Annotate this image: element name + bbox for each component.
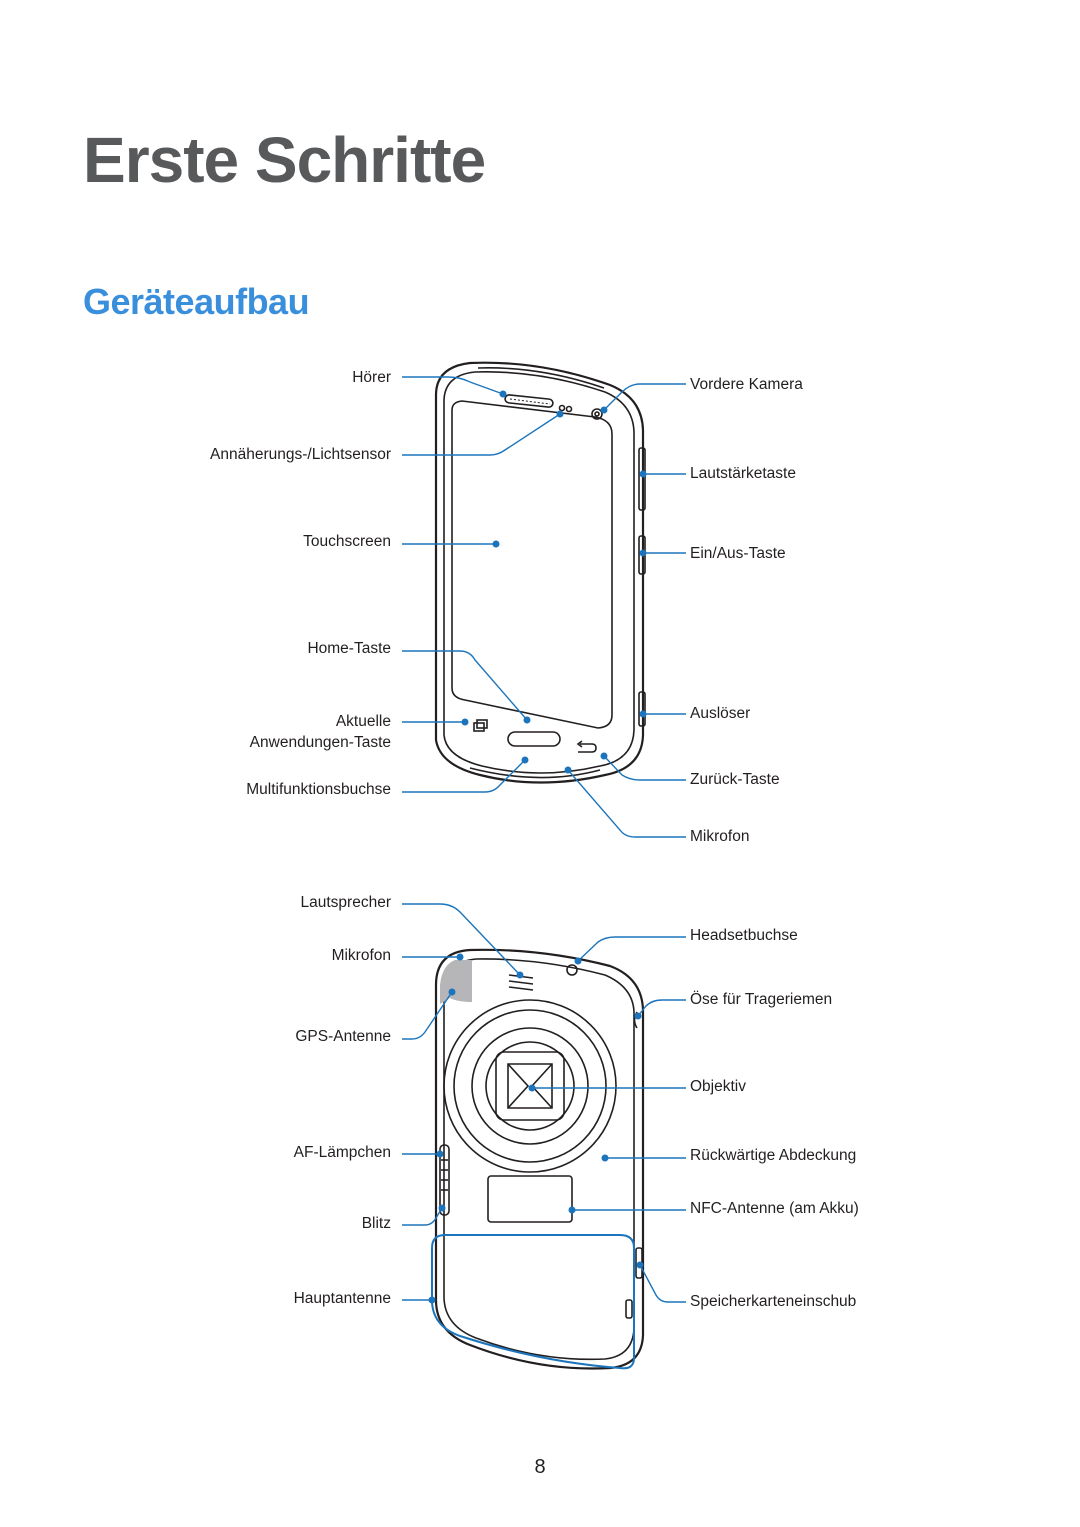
- label-touchscreen: Touchscreen: [303, 533, 391, 550]
- label-vordere-kamera: Vordere Kamera: [690, 376, 803, 393]
- label-hauptantenne: Hauptantenne: [293, 1290, 391, 1307]
- label-ausloeser: Auslöser: [690, 705, 751, 722]
- label-blitz: Blitz: [361, 1215, 391, 1232]
- front-phone-illustration: [434, 361, 646, 784]
- label-headsetbuchse: Headsetbuchse: [690, 927, 798, 944]
- label-lautsprecher: Lautsprecher: [300, 894, 391, 911]
- label-nfc-antenne: NFC-Antenne (am Akku): [690, 1200, 859, 1217]
- label-ein-aus-taste: Ein/Aus-Taste: [690, 545, 786, 562]
- label-mikrofon-front: Mikrofon: [690, 828, 750, 845]
- callout-lines: [402, 376, 686, 1303]
- label-annaeherungssensor: Annäherungs-/Lichtsensor: [210, 446, 391, 463]
- label-rueckwaertige-abdeckung: Rückwärtige Abdeckung: [690, 1147, 857, 1164]
- label-lautstaerketaste: Lautstärketaste: [690, 465, 796, 482]
- section-title: Geräteaufbau: [83, 281, 310, 322]
- label-home-taste: Home-Taste: [307, 640, 391, 657]
- callout-dots: [428, 390, 647, 1304]
- label-objektiv: Objektiv: [690, 1078, 746, 1095]
- label-aktuelle-line2: Anwendungen-Taste: [249, 734, 391, 751]
- label-aktuelle-line1: Aktuelle: [335, 713, 391, 730]
- gps-antenna-area: [440, 960, 472, 1004]
- label-gps-antenne: GPS-Antenne: [295, 1028, 391, 1045]
- label-zurueck-taste: Zurück-Taste: [690, 771, 780, 788]
- back-phone-illustration: [434, 948, 645, 1370]
- label-hoerer: Hörer: [352, 369, 391, 386]
- label-oese: Öse für Trageriemen: [690, 991, 833, 1008]
- page-number: 8: [534, 1456, 546, 1478]
- label-speicherkarteneinschub: Speicherkarteneinschub: [690, 1293, 857, 1310]
- main-antenna-area: [431, 1234, 635, 1370]
- label-mikrofon-back: Mikrofon: [331, 947, 391, 964]
- label-af-laempchen: AF-Lämpchen: [293, 1144, 391, 1161]
- label-multifunktionsbuchse: Multifunktionsbuchse: [246, 781, 391, 798]
- chapter-title: Erste Schritte: [83, 124, 486, 196]
